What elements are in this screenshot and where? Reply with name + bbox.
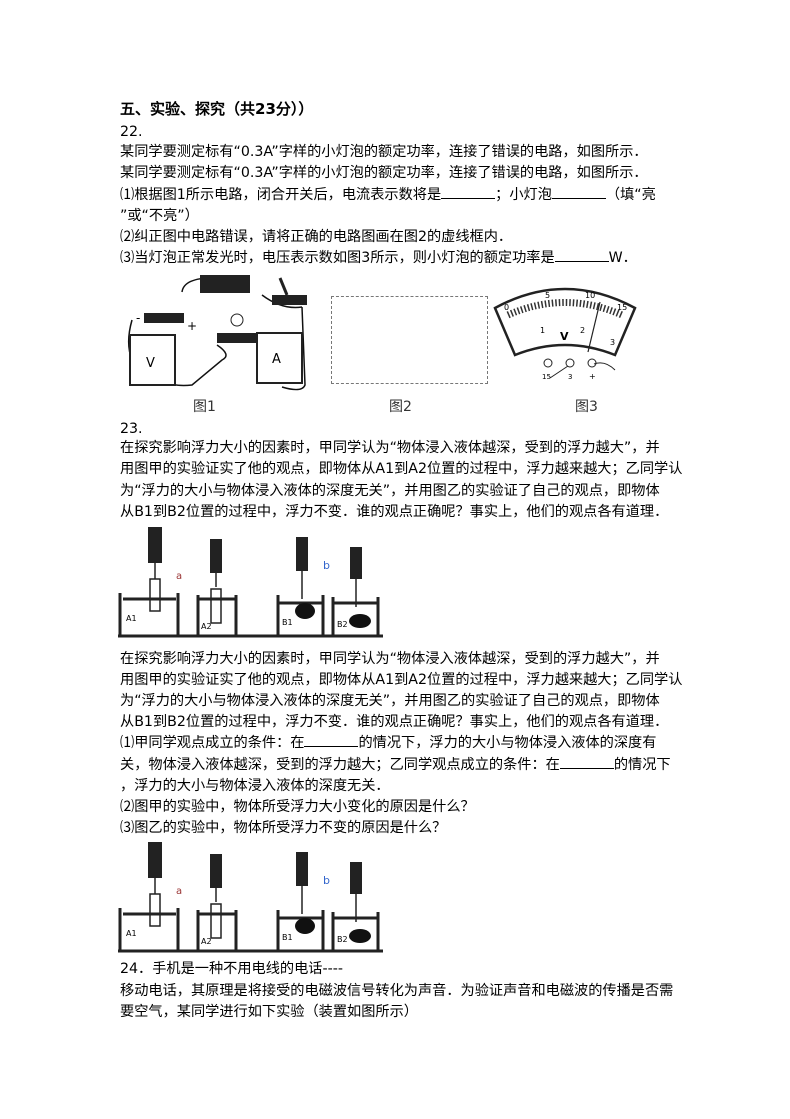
q23-sub1: ⑴甲同学观点成立的条件：在 的情况下，浮力的大小与物体浸入液体的深度有	[120, 734, 656, 752]
q23-number: 23.	[120, 421, 143, 437]
dial-unit: V	[560, 330, 569, 343]
q22-p1-text: （填“亮	[605, 187, 656, 203]
spring-scale-beakers: a b A1 A2 B1 B2	[118, 527, 383, 638]
figure-2-caption: 图2	[389, 399, 412, 415]
q23-intro-repeat: 在探究影响浮力大小的因素时，甲同学认为“物体浸入液体越深，受到的浮力越大”，并	[120, 651, 660, 667]
figure-2-dashed-box	[331, 296, 488, 384]
q23-s1-text: ⑴甲同学观点成立的条件：在	[120, 735, 305, 751]
q23-intro: 为“浮力的大小与物体浸入液体的深度无关”，并用图乙的实验证了自己的观点，即物体	[120, 483, 660, 499]
figure-label-a: a	[176, 571, 182, 582]
figure-label-b: b	[323, 874, 330, 887]
q24-title: 24．手机是一种不用电线的电话----	[120, 961, 343, 977]
circuit-figure-1: - + V A	[127, 275, 307, 391]
label-b2: B2	[337, 620, 348, 629]
q23-intro-repeat: 从B1到B2位置的过程中，浮力不变．谁的观点正确呢？事实上，他们的观点各有道理．	[120, 714, 669, 730]
answer-blank	[441, 186, 496, 199]
answer-blank	[559, 756, 614, 769]
label-a1: A1	[126, 614, 137, 623]
spring-scale-beakers: a b A1 A2 B1 B2	[118, 842, 383, 953]
q22-p1-text: ⑴根据图1所示电路，闭合开关后，电流表示数将是	[120, 187, 442, 203]
q22-p3-text: ⑶当灯泡正常发光时，电压表示数如图3所示，则小灯泡的额定功率是	[120, 250, 555, 266]
terminal-label: 3	[568, 373, 572, 380]
label-b1: B1	[282, 933, 293, 942]
battery-minus: -	[136, 311, 140, 325]
buoyancy-figure: a b A1 A2 B1 B2	[118, 527, 388, 643]
figure-3-caption: 图3	[575, 399, 598, 415]
figure-1-caption: 图1	[193, 399, 216, 415]
buoyancy-figure: a b A1 A2 B1 B2	[118, 842, 388, 958]
ammeter-label: A	[272, 352, 281, 367]
terminal-label: +	[589, 372, 596, 380]
answer-blank	[551, 186, 606, 199]
q22-number: 22.	[120, 124, 143, 140]
battery-plus: +	[187, 319, 197, 333]
q22-stem-repeat: 某同学要测定标有“0.3A”字样的小灯泡的额定功率，连接了错误的电路，如图所示．	[120, 165, 648, 181]
dial-tick: 2	[580, 326, 585, 335]
q22-part2: ⑵纠正图中电路错误，请将正确的电路图画在图2的虚线框内．	[120, 229, 513, 245]
q22-p1-text: ；小灯泡	[495, 187, 552, 203]
q23-intro: 用图甲的实验证实了他的观点，即物体从A1到A2位置的过程中，浮力越来越大；乙同学…	[120, 461, 683, 477]
q24-text: 移动电话，其原理是将接受的电磁波信号转化为声音．为验证声音和电磁波的传播是否需	[120, 983, 674, 999]
q23-intro-repeat: 为“浮力的大小与物体浸入液体的深度无关”，并用图乙的实验证了自己的观点，即物体	[120, 693, 660, 709]
dial-tick: 15	[617, 303, 627, 312]
q23-intro: 在探究影响浮力大小的因素时，甲同学认为“物体浸入液体越深，受到的浮力越大”，并	[120, 440, 660, 456]
q22-p3-text: W．	[608, 250, 637, 266]
figure-label-a: a	[176, 886, 182, 897]
label-a2: A2	[201, 937, 212, 946]
q22-part1-cont: ”或“不亮”）	[120, 208, 199, 224]
answer-blank	[554, 249, 609, 262]
voltmeter-label: V	[146, 356, 155, 371]
q23-intro: 从B1到B2位置的过程中，浮力不变．谁的观点正确呢？事实上，他们的观点各有道理．	[120, 504, 669, 520]
q24-text: 要空气，某同学进行如下实验（装置如图所示）	[120, 1004, 418, 1020]
q22-part3: ⑶当灯泡正常发光时，电压表示数如图3所示，则小灯泡的额定功率是 W．	[120, 249, 637, 267]
section-title: 五、实验、探究（共23分））	[120, 100, 314, 118]
q23-sub1-end: ，浮力的大小与物体浸入液体的深度无关．	[120, 778, 390, 794]
figure-label-b: b	[323, 559, 330, 572]
label-b2: B2	[337, 935, 348, 944]
answer-blank	[304, 734, 359, 747]
label-b1: B1	[282, 618, 293, 627]
q23-intro-repeat: 用图甲的实验证实了他的观点，即物体从A1到A2位置的过程中，浮力越来越大；乙同学…	[120, 672, 683, 688]
dial-tick: 1	[540, 326, 545, 335]
terminal-label: 15	[542, 373, 551, 380]
q23-sub2: ⑵图甲的实验中，物体所受浮力大小变化的原因是什么？	[120, 799, 475, 815]
label-a2: A2	[201, 622, 212, 631]
q22-stem: 某同学要测定标有“0.3A”字样的小灯泡的额定功率，连接了错误的电路，如图所示．	[120, 144, 648, 160]
dial-tick: 0	[504, 303, 509, 312]
q23-s1-text: 的情况下，浮力的大小与物体浸入液体的深度有	[358, 735, 657, 751]
q22-part1: ⑴根据图1所示电路，闭合开关后，电流表示数将是 ；小灯泡 （填“亮	[120, 186, 656, 204]
q23-sub1-cont: 关，物体浸入液体越深，受到的浮力越大；乙同学观点成立的条件：在 的情况下	[120, 756, 671, 774]
dial-tick: 10	[585, 291, 595, 300]
dial-tick: 3	[610, 338, 615, 347]
dial-tick: 5	[545, 291, 550, 300]
q23-s1-text: 关，物体浸入液体越深，受到的浮力越大；乙同学观点成立的条件：在	[120, 757, 560, 773]
label-a1: A1	[126, 929, 137, 938]
q23-s1-text: 的情况下	[613, 757, 671, 773]
voltmeter-dial-figure-3: 0 5 10 15 1 2 3 V 15 3 +	[493, 287, 637, 380]
q23-sub3: ⑶图乙的实验中，物体所受浮力不变的原因是什么？	[120, 820, 447, 836]
